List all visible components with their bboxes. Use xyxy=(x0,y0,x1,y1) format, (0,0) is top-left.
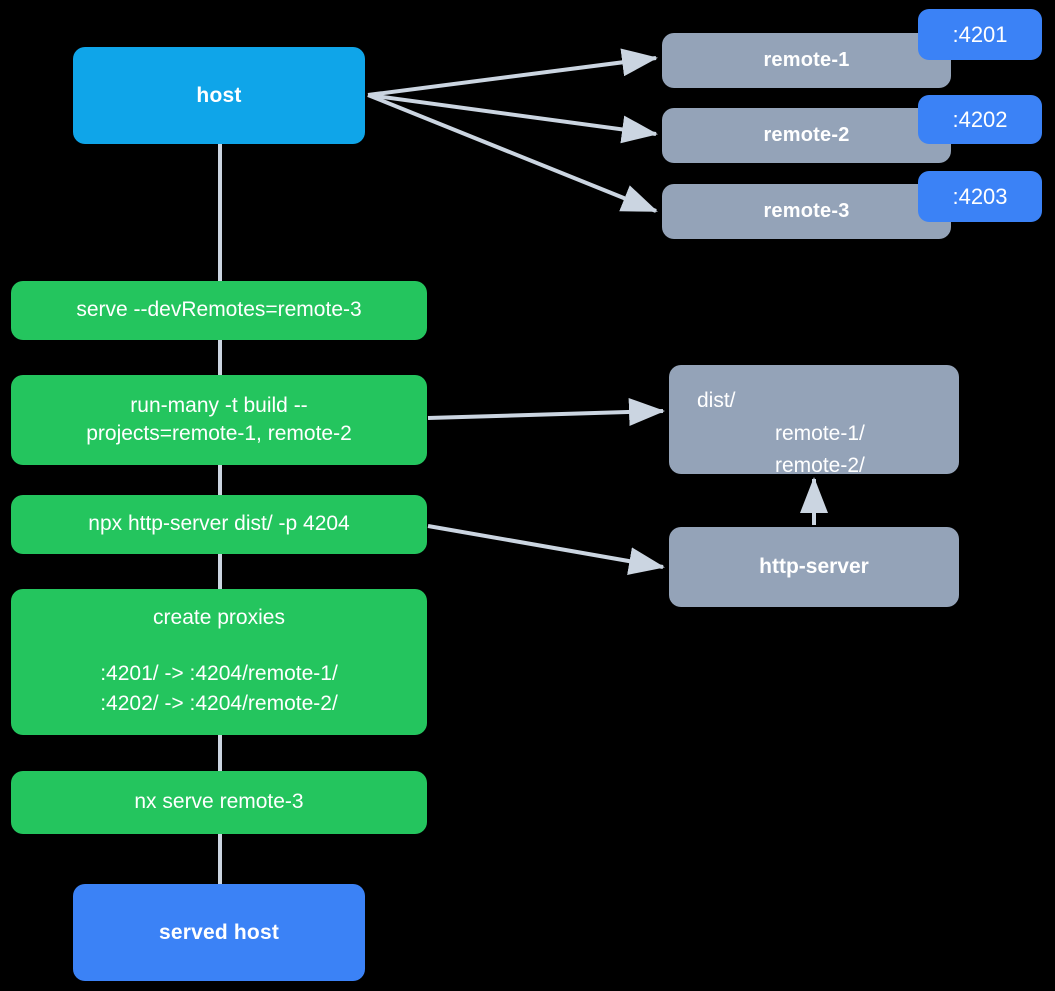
command-box-create-proxies[interactable]: create proxies :4201/ -> :4204/remote-1/… xyxy=(11,589,427,735)
spine-segment-serve-to-runmany xyxy=(218,340,222,375)
spine-segment-runmany-to-npx xyxy=(218,465,222,495)
spine-segment-proxies-to-nxserve xyxy=(218,735,222,771)
dist-child-remote-1: remote-1/ xyxy=(775,421,865,445)
command-serve-text: serve --devRemotes=remote-3 xyxy=(76,298,362,322)
command-run-many-line-1: run-many -t build -- xyxy=(130,393,308,417)
dist-root-label: dist/ xyxy=(697,389,736,412)
command-create-proxies-title: create proxies xyxy=(153,606,285,630)
node-dist-folder[interactable]: dist/ remote-1/ remote-2/ xyxy=(669,365,959,477)
node-remote-2[interactable]: remote-2 xyxy=(662,108,951,163)
spine-segment-nxserve-to-served xyxy=(218,834,222,886)
node-http-server[interactable]: http-server xyxy=(669,527,959,607)
command-box-npx-http-server[interactable]: npx http-server dist/ -p 4204 xyxy=(11,495,427,554)
port-badge-remote-2[interactable]: :4202 xyxy=(918,95,1042,144)
command-run-many-line-2: projects=remote-1, remote-2 xyxy=(86,422,352,445)
port-badge-remote-2-label: :4202 xyxy=(952,106,1008,132)
spine-segment-host-to-serve xyxy=(218,143,222,281)
node-served-host-label: served host xyxy=(158,920,280,944)
proxy-mapping-2: :4202/ -> :4204/remote-2/ xyxy=(100,692,338,716)
edge-npx-to-httpserver xyxy=(427,524,665,575)
port-badge-remote-3-label: :4203 xyxy=(952,183,1008,209)
port-badge-remote-1[interactable]: :4201 xyxy=(918,9,1042,60)
edge-host-to-remote-3 xyxy=(367,93,658,213)
proxy-mapping-1: :4201/ -> :4204/remote-1/ xyxy=(100,661,338,685)
edge-host-to-remote-1 xyxy=(367,48,658,97)
command-npx-http-server-text: npx http-server dist/ -p 4204 xyxy=(88,512,350,536)
edge-runmany-to-dist xyxy=(427,398,665,427)
node-host-label: host xyxy=(196,83,242,107)
node-remote-1-label: remote-1 xyxy=(763,49,850,71)
command-box-nx-serve[interactable]: nx serve remote-3 xyxy=(11,771,427,834)
command-box-serve[interactable]: serve --devRemotes=remote-3 xyxy=(11,281,427,340)
command-nx-serve-text: nx serve remote-3 xyxy=(134,790,304,814)
port-badge-remote-1-label: :4201 xyxy=(952,21,1008,47)
edge-host-to-remote-2 xyxy=(367,93,658,144)
node-http-server-label: http-server xyxy=(759,555,869,578)
spine-segment-npx-to-proxies xyxy=(218,554,222,589)
node-remote-3[interactable]: remote-3 xyxy=(662,184,951,239)
node-remote-1[interactable]: remote-1 xyxy=(662,33,951,88)
node-remote-3-label: remote-3 xyxy=(763,200,850,222)
node-remote-2-label: remote-2 xyxy=(763,124,850,146)
port-badge-remote-3[interactable]: :4203 xyxy=(918,171,1042,222)
node-host[interactable]: host xyxy=(73,47,365,144)
command-box-run-many[interactable]: run-many -t build -- projects=remote-1, … xyxy=(11,375,427,465)
dist-child-remote-2: remote-2/ xyxy=(775,454,865,478)
node-served-host[interactable]: served host xyxy=(73,884,365,981)
